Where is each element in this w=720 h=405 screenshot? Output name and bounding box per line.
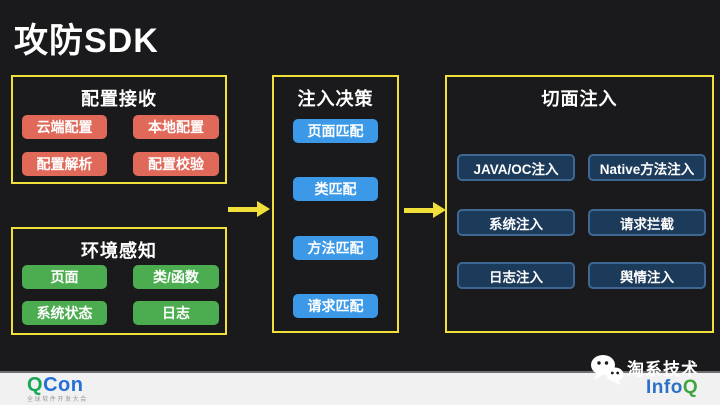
qcon-subtitle: 全球软件开发大会	[27, 397, 88, 403]
node-sentiment-inject: 舆情注入	[588, 262, 706, 289]
node-cloud-config: 云端配置	[22, 115, 107, 139]
qcon-q: Q	[27, 374, 44, 396]
footer-bar	[0, 371, 720, 405]
panel-aspect-title: 切面注入	[541, 89, 618, 109]
qcon-logo-text: QCon	[27, 375, 88, 395]
panel-config-reception: 配置接收 云端配置 本地配置 配置解析 配置校验	[11, 75, 227, 184]
arrow-right-icon	[228, 201, 270, 217]
arrow-right-icon	[404, 202, 446, 218]
node-config-parse: 配置解析	[22, 152, 107, 176]
node-method-match: 方法匹配	[293, 236, 378, 260]
node-java-oc-inject: JAVA/OC注入	[457, 154, 575, 181]
panel-injection-decision: 注入决策 页面匹配 类匹配 方法匹配 请求匹配	[272, 75, 399, 333]
panel-aspect-injection: 切面注入 JAVA/OC注入 Native方法注入 系统注入 请求拦截 日志注入…	[445, 75, 714, 333]
infoq-q: Q	[682, 377, 699, 398]
qcon-logo: QCon 全球软件开发大会	[27, 375, 88, 403]
qcon-con: Con	[43, 374, 84, 396]
node-log: 日志	[133, 301, 219, 325]
node-class-match: 类匹配	[293, 177, 378, 201]
node-page: 页面	[22, 265, 107, 289]
wechat-brand-name: 淘系技术	[627, 360, 699, 379]
node-class-func: 类/函数	[133, 265, 219, 289]
node-system-inject: 系统注入	[457, 209, 575, 236]
panel-decision-title: 注入决策	[297, 89, 374, 109]
panel-config-title: 配置接收	[81, 89, 157, 109]
node-request-match: 请求匹配	[293, 294, 378, 318]
node-local-config: 本地配置	[133, 115, 219, 139]
wechat-icon	[590, 353, 624, 391]
infoq-logo: InfoQ	[646, 378, 698, 397]
node-system-status: 系统状态	[22, 301, 107, 325]
panel-env-title: 环境感知	[81, 241, 157, 261]
node-native-method-inject: Native方法注入	[588, 154, 706, 181]
node-request-intercept: 请求拦截	[588, 209, 706, 236]
node-page-match: 页面匹配	[293, 119, 378, 143]
node-config-verify: 配置校验	[133, 152, 219, 176]
panel-env-awareness: 环境感知 页面 类/函数 系统状态 日志	[11, 227, 227, 335]
page-title: 攻防SDK	[14, 22, 159, 60]
node-log-inject: 日志注入	[457, 262, 575, 289]
infoq-info: Info	[646, 377, 683, 398]
